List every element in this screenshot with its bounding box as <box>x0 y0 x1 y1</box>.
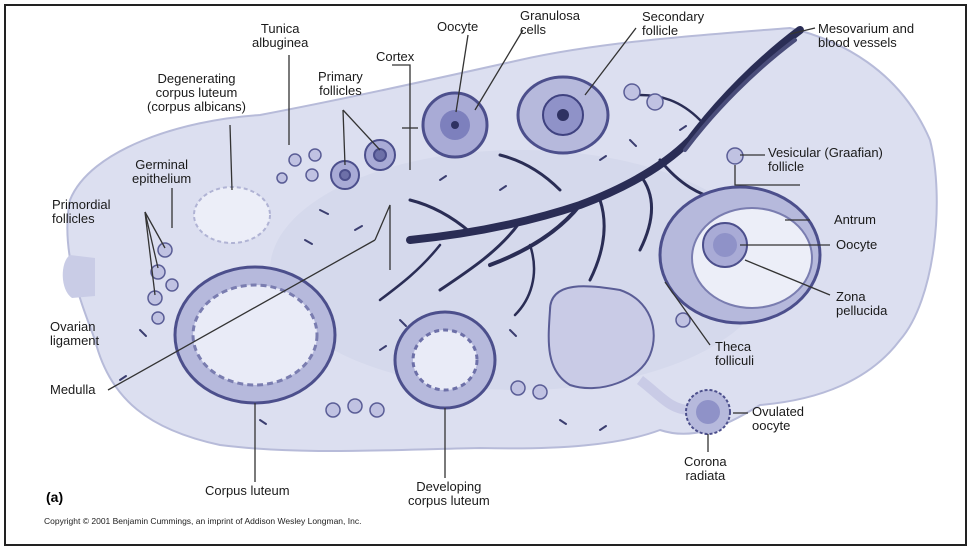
label-oocyte-right: Oocyte <box>836 238 877 252</box>
label-granulosa-cells: Granulosacells <box>520 9 580 37</box>
graafian-follicle <box>660 187 820 323</box>
label-vesicular-follicle: Vesicular (Graafian)follicle <box>768 146 883 174</box>
label-zona-pellucida: Zonapellucida <box>836 290 887 318</box>
label-corona-radiata: Coronaradiata <box>684 455 727 483</box>
label-developing-corpus-luteum: Developingcorpus luteum <box>408 480 490 508</box>
secondary-follicle <box>518 77 608 153</box>
label-cortex: Cortex <box>376 50 414 64</box>
developing-corpus-luteum <box>395 312 495 408</box>
label-medulla: Medulla <box>50 383 96 397</box>
label-mesovarium: Mesovarium andblood vessels <box>818 22 914 50</box>
label-tunica-albuginea: Tunicaalbuginea <box>252 22 308 50</box>
label-germinal-epithelium: Germinalepithelium <box>132 158 191 186</box>
label-primordial-follicles: Primordialfollicles <box>52 198 111 226</box>
label-antrum: Antrum <box>834 213 876 227</box>
copyright-notice: Copyright © 2001 Benjamin Cummings, an i… <box>44 516 361 526</box>
label-ovarian-ligament: Ovarianligament <box>50 320 99 348</box>
ovulated-oocyte <box>686 390 730 434</box>
corpus-albicans <box>194 187 270 243</box>
label-oocyte-top: Oocyte <box>437 20 478 34</box>
label-degenerating-corpus-luteum: Degeneratingcorpus luteum(corpus albican… <box>147 72 246 114</box>
label-primary-follicles: Primaryfollicles <box>318 70 363 98</box>
label-theca-folliculi: Thecafolliculi <box>715 340 754 368</box>
label-corpus-luteum: Corpus luteum <box>205 484 290 498</box>
ovarian-ligament-shape <box>63 255 95 298</box>
label-secondary-follicle: Secondaryfollicle <box>642 10 704 38</box>
label-ovulated-oocyte: Ovulatedoocyte <box>752 405 804 433</box>
granulosa-follicle <box>423 93 487 157</box>
panel-label: (a) <box>46 489 63 505</box>
corpus-luteum <box>175 267 335 403</box>
